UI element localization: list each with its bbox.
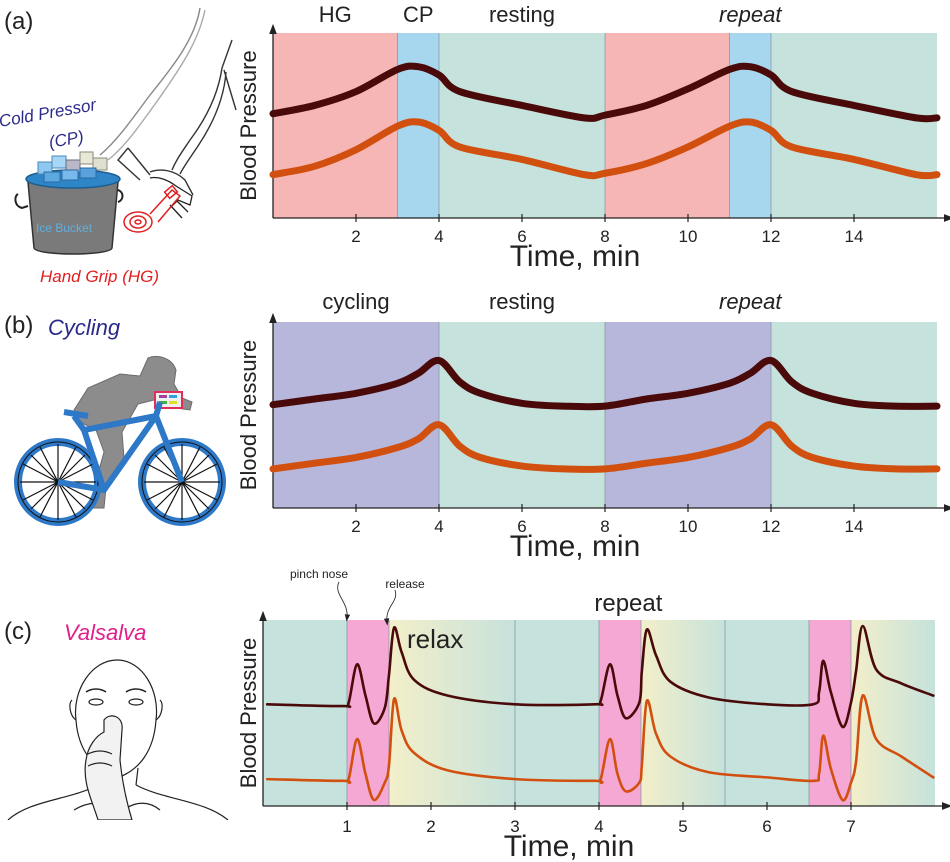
- x-tick-label: 10: [679, 227, 698, 246]
- x-tick-label: 12: [762, 227, 781, 246]
- x-tick-label: 6: [517, 227, 526, 246]
- arm-icon: [99, 7, 237, 196]
- phase-label: cycling: [322, 289, 389, 314]
- x-tick-label: 4: [434, 227, 443, 246]
- x-tick-label: 1: [342, 817, 351, 836]
- x-tick-label: 7: [846, 817, 855, 836]
- valsalva-title: Valsalva: [64, 620, 147, 645]
- x-tick-label: 6: [762, 817, 771, 836]
- hand-icon: [149, 176, 193, 219]
- hand-grip-label: Hand Grip (HG): [40, 267, 159, 286]
- x-tick-label: 8: [600, 227, 609, 246]
- phase-label: resting: [489, 2, 555, 27]
- hand-grip-device-icon: [123, 184, 182, 233]
- phase-label: repeat: [719, 2, 782, 27]
- x-tick-label: 14: [845, 517, 864, 536]
- cold-pressor-hand-grip-illustration: Ice Bucket Cold Pressor (CP) Hand Grip (…: [0, 7, 237, 286]
- phase-label: relax: [407, 624, 463, 654]
- panel-a-label: (a): [4, 8, 34, 35]
- phase-label: repeat: [719, 289, 782, 314]
- diastolic-line: [269, 421, 941, 473]
- phase-band-cycling: [273, 322, 439, 508]
- annotation-release: release: [385, 577, 425, 591]
- y-axis-label: Blood Pressure: [236, 50, 261, 200]
- x-tick-label: 3: [510, 817, 519, 836]
- phase-band-HG: [273, 33, 398, 218]
- phase-band-resting: [771, 322, 937, 508]
- x-tick-label: 12: [762, 517, 781, 536]
- x-axis-label: Time, min: [510, 240, 641, 273]
- systolic-line: [269, 62, 941, 123]
- cyclist-illustration: [14, 356, 226, 526]
- valsalva-illustration: [7, 659, 229, 820]
- phase-band-baseline: [263, 620, 347, 806]
- phase-band-relax: [389, 620, 515, 806]
- systolic-line: [269, 356, 941, 411]
- x-tick-label: 5: [678, 817, 687, 836]
- person-pinching-nose-icon: [7, 659, 229, 820]
- panel-b-label: (b): [4, 312, 34, 339]
- phase-label: repeat: [594, 590, 662, 617]
- panel-c-label: (c): [4, 618, 32, 645]
- phase-label: HG: [319, 2, 352, 27]
- phase-label: CP: [403, 2, 434, 27]
- phase-band-resting: [439, 33, 605, 218]
- phase-label: resting: [489, 289, 555, 314]
- ice-bucket-icon: [14, 151, 124, 255]
- x-tick-label: 6: [517, 517, 526, 536]
- x-axis-label: Time, min: [504, 830, 635, 862]
- bicycle-icon: [14, 401, 226, 526]
- y-axis-label: Blood Pressure: [236, 638, 261, 788]
- diastolic-line: [269, 118, 941, 180]
- diastolic-line: [265, 694, 935, 802]
- x-tick-label: 2: [351, 227, 360, 246]
- systolic-line: [265, 624, 935, 729]
- phase-band-valsalva: [809, 620, 851, 806]
- phase-band-resting: [771, 33, 937, 218]
- phase-band-baseline: [515, 620, 599, 806]
- x-tick-label: 14: [845, 227, 864, 246]
- ice-bucket-text: Ice Bucket: [36, 221, 93, 235]
- x-tick-label: 4: [594, 817, 603, 836]
- y-axis-label: Blood Pressure: [236, 340, 261, 490]
- phase-band-resting: [439, 322, 605, 508]
- annotation-pinch-nose: pinch nose: [290, 567, 348, 581]
- phase-band-relax: [851, 620, 935, 806]
- x-tick-label: 2: [426, 817, 435, 836]
- cycling-title: Cycling: [48, 315, 121, 340]
- x-tick-label: 8: [600, 517, 609, 536]
- x-tick-label: 4: [434, 517, 443, 536]
- phase-band-HG: [605, 33, 730, 218]
- x-tick-label: 2: [351, 517, 360, 536]
- phase-band-cycling: [605, 322, 771, 508]
- x-axis-label: Time, min: [510, 530, 641, 563]
- x-tick-label: 10: [679, 517, 698, 536]
